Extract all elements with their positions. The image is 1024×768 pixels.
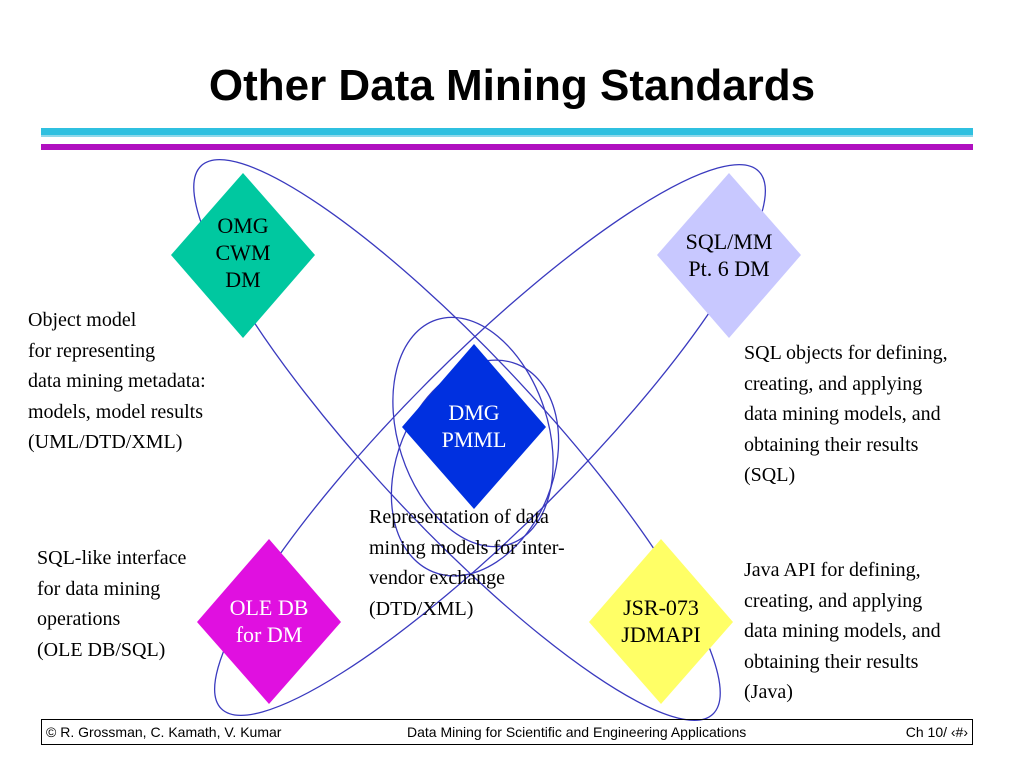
footer-course-title: Data Mining for Scientific and Engineeri… [407,724,747,740]
ellipse-dmg-loop-a [392,316,554,548]
node-label-omg: OMG CWM DM [215,213,271,292]
description-omg: Object model for representing data minin… [28,309,206,453]
title-rule-magenta [41,144,973,150]
diamond-oledb [197,539,341,704]
description-sqlmm: SQL objects for defining, creating, and … [744,342,948,486]
diamond-omg [171,173,315,338]
node-label-jsr: JSR-073 JDMAPI [621,595,701,647]
title-rule-cyan-light [41,135,973,137]
node-label-dmg: DMG PMML [441,400,507,452]
footer-page-number: Ch 10/ ‹#› [905,724,968,740]
description-jsr: Java API for defining, creating, and app… [744,559,941,703]
diamond-sqlmm [657,173,801,338]
diamond-jsr [589,539,733,704]
node-label-oledb: OLE DB for DM [229,595,309,647]
description-dmg: Representation of data mining models for… [369,506,565,620]
ellipse-omg-jsr [193,159,721,721]
footer-authors: © R. Grossman, C. Kamath, V. Kumar [46,724,282,740]
description-oledb: SQL-like interface for data mining opera… [37,547,187,661]
slide-footer: © R. Grossman, C. Kamath, V. Kumar Data … [41,719,973,745]
diamond-dmg [402,344,546,509]
page-title: Other Data Mining Standards [208,61,816,110]
title-rule-cyan [41,128,973,135]
ellipse-dmg-loop-b [390,359,560,577]
node-label-sqlmm: SQL/MM Pt. 6 DM [685,229,773,281]
ellipse-sqlmm-oledb [214,164,766,716]
